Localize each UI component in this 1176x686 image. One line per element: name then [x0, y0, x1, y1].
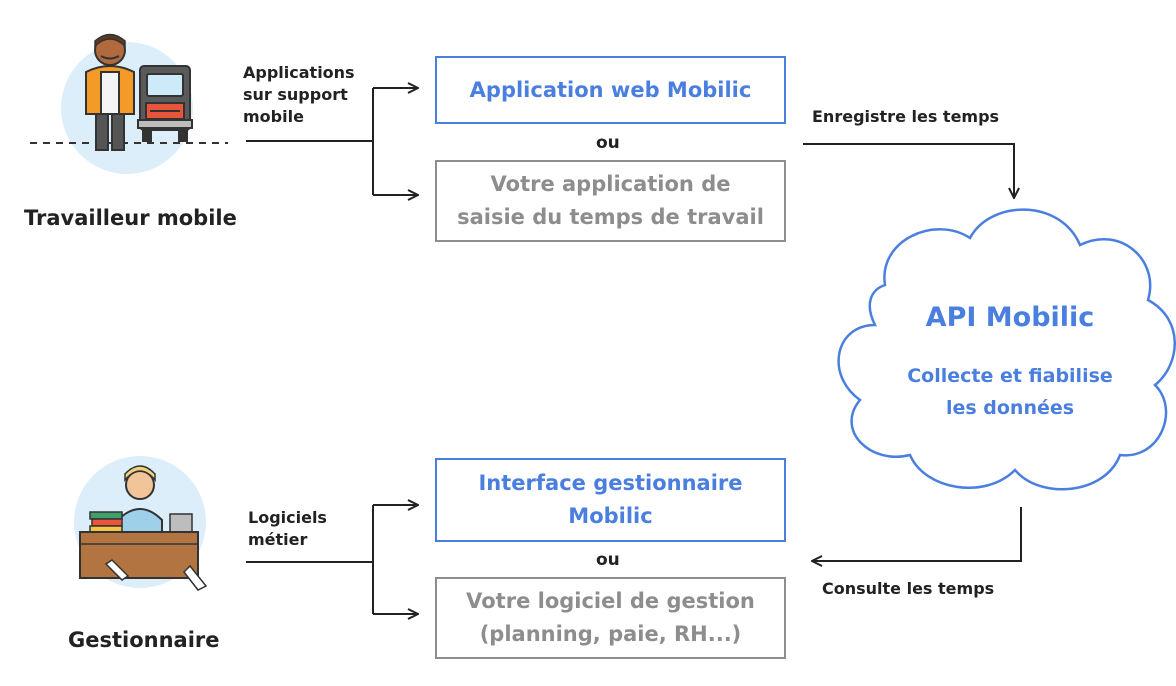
- record-flow-label: Enregistre les temps: [812, 107, 1000, 126]
- record-flow-arrow: [803, 143, 1014, 198]
- top-or-separator: ou: [596, 133, 620, 153]
- custom-management-software-box[interactable]: Votre logiciel de gestion (planning, pai…: [435, 577, 786, 659]
- api-subtitle: Collecte et fiabilise les données: [907, 365, 1113, 419]
- consult-flow-arrow: [812, 507, 1022, 561]
- api-title: API Mobilic: [925, 302, 1095, 333]
- mobilic-web-app-label: Application web Mobilic: [469, 77, 752, 102]
- mobilic-web-app-box[interactable]: Application web Mobilic: [435, 56, 786, 124]
- worker-illustration: [30, 33, 228, 174]
- consult-flow-label: Consulte les temps: [822, 579, 995, 598]
- manager-label: Gestionnaire: [68, 628, 220, 652]
- business-channel-label: Logiciels métier: [248, 508, 327, 549]
- truck-icon: [137, 65, 193, 142]
- worker-label: Travailleur mobile: [24, 206, 237, 230]
- worker-person-icon: [85, 33, 135, 151]
- custom-time-app-box[interactable]: Votre application de saisie du temps de …: [435, 160, 786, 242]
- manager-interface-box[interactable]: Interface gestionnaire Mobilic: [435, 458, 786, 542]
- api-cloud-shape: [837, 208, 1176, 491]
- bottom-or-separator: ou: [596, 550, 620, 570]
- top-connectors: [246, 88, 418, 195]
- manager-illustration: [74, 456, 208, 591]
- mobile-channel-label: Applications sur support mobile: [243, 63, 355, 126]
- bottom-connectors: [246, 505, 418, 614]
